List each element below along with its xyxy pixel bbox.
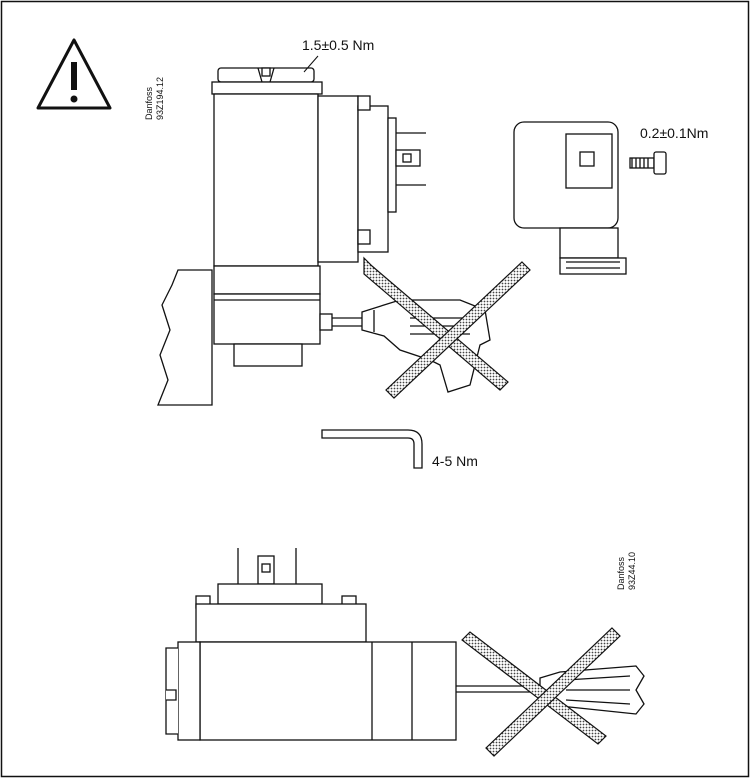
warning-triangle-icon: [36, 38, 112, 110]
torque-screw-label: 1.5±0.5 Nm: [302, 37, 374, 53]
ref-top-code: 93Z194.12: [155, 77, 165, 120]
connector-plug: [513, 121, 667, 275]
prohibited-cross-screwdriver: [461, 627, 621, 757]
valve-assembly-bottom: [165, 548, 540, 741]
ref-top-brand: Danfoss: [144, 86, 154, 120]
torque-connector-label: 0.2±0.1Nm: [640, 125, 708, 141]
ref-bottom-code: 93Z44.10: [627, 552, 637, 590]
torque-hex-label: 4-5 Nm: [432, 453, 478, 469]
prohibited-cross-drill: [363, 256, 531, 399]
hex-key-icon: [321, 429, 423, 469]
ref-bottom-brand: Danfoss: [616, 556, 626, 590]
valve-assembly-top: [157, 67, 426, 406]
